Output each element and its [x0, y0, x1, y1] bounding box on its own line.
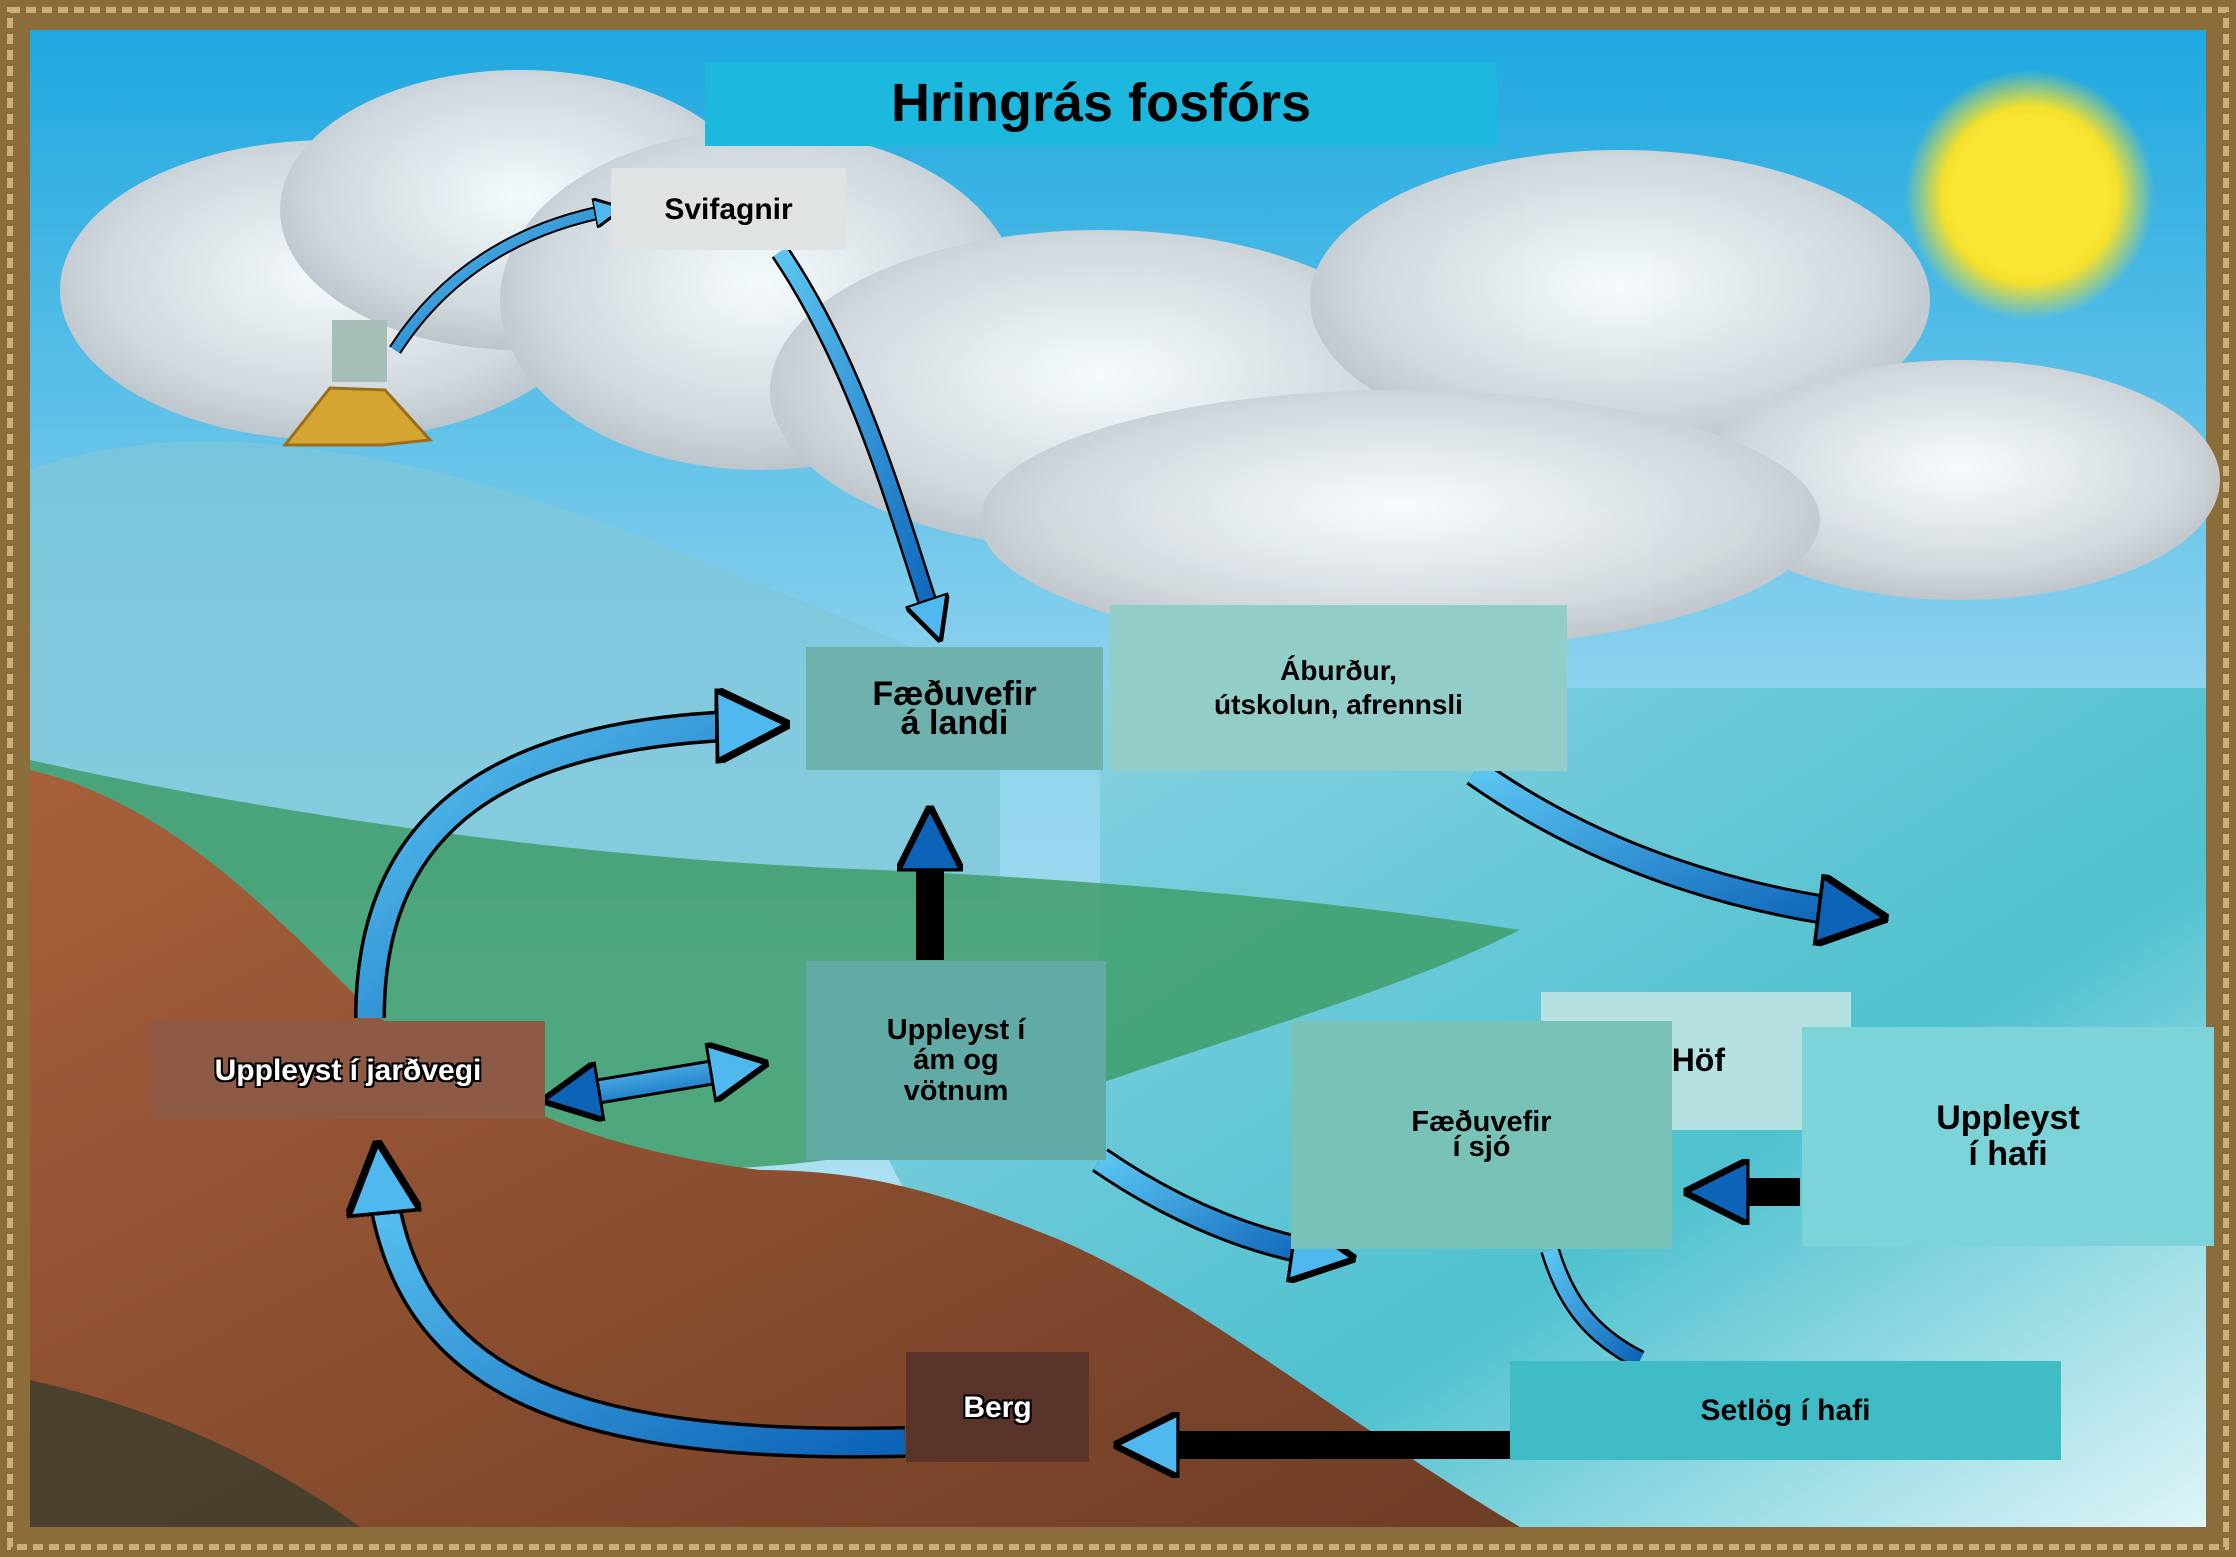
node-berg: Berg	[906, 1352, 1089, 1462]
node-aburdur: Áburður, útskolun, afrennsli	[1110, 605, 1567, 771]
node-uppleyst-hafi: Uppleyst í hafi	[1802, 1027, 2214, 1246]
node-faeduvefir-landi: Fæðuvefir á landi	[806, 647, 1103, 770]
node-uppleyst-jardvegi: Uppleyst í jarðvegi	[151, 1021, 545, 1119]
node-faeduvefir-sjo: Fæðuvefir í sjó	[1291, 1021, 1672, 1249]
node-setlog: Setlög í hafi	[1510, 1361, 2061, 1460]
node-svifagnir: Svifagnir	[611, 168, 846, 250]
node-uppleyst-am: Uppleyst í ám og vötnum	[806, 961, 1106, 1160]
diagram-title: Hringrás fosfórs	[705, 62, 1497, 146]
